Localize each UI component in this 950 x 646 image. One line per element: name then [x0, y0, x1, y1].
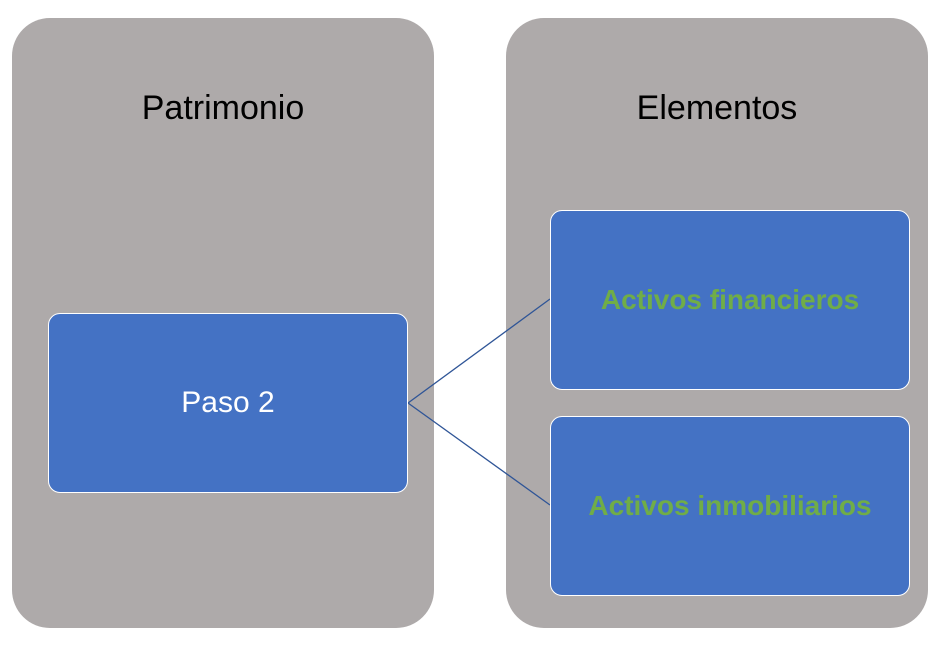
paso-2-label: Paso 2 [181, 386, 275, 419]
activos-financieros-node: Activos financieros [550, 210, 910, 390]
elementos-title: Elementos [636, 89, 798, 127]
activos-financieros-label: Activos financieros [600, 284, 860, 315]
activos-inmobiliarios-label: Activos inmobiliarios [588, 490, 872, 521]
patrimonio-title: Patrimonio [141, 89, 305, 127]
activos-inmobiliarios-node: Activos inmobiliarios [550, 416, 910, 596]
paso-2-node: Paso 2 [48, 313, 408, 493]
